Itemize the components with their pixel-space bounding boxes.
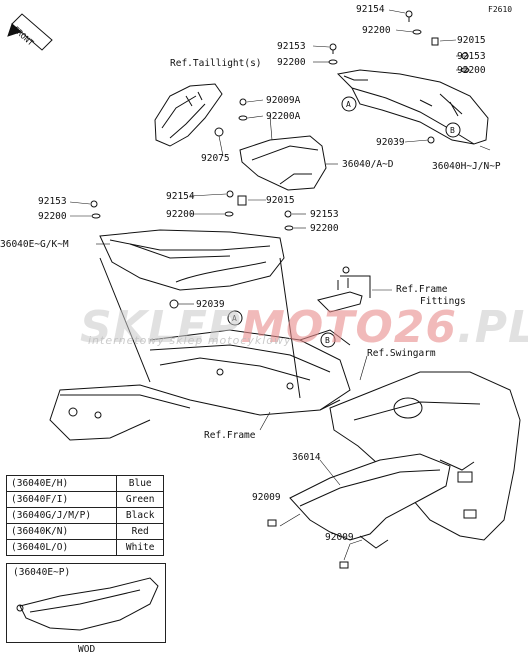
frame-fitting-bracket (317, 275, 371, 313)
part-92009-b: 92009 (325, 532, 354, 543)
center-seat-cover (239, 135, 327, 191)
ref-frame-fittings-label-1: Ref.Frame (396, 284, 448, 295)
part-92200-mid: 92200 (166, 209, 195, 220)
part-36040EGKM: 36040E~G/K~M (0, 239, 69, 250)
part-36014: 36014 (292, 452, 321, 463)
part-36040AD: 36040/A~D (342, 159, 394, 170)
callout-a-upper: A (346, 100, 351, 109)
part-92039-right: 92039 (376, 137, 405, 148)
variant-label: (36040E~P) (13, 567, 71, 578)
part-92153-a: 92153 (277, 41, 306, 52)
rear-frame (49, 257, 351, 441)
part-92153-right: 92153 (457, 51, 486, 62)
part-92154-top: 92154 (356, 4, 385, 15)
color-legend-table: (36040E/H)Blue (36040F/I)Green (36040G/J… (5, 475, 164, 556)
part-36040HJNP: 36040H~J/N~P (432, 161, 501, 172)
part-92200A: 92200A (266, 111, 301, 122)
variant-code: WOD (78, 644, 96, 655)
left-side-cover (99, 229, 285, 291)
callout-b-lower: B (325, 336, 330, 345)
part-92015-mid: 92015 (266, 195, 295, 206)
variant-box: (36040E~P) (6, 563, 166, 643)
right-upper-side-cover (336, 69, 489, 145)
taillight-outline (154, 83, 223, 147)
part-92153-left: 92153 (38, 196, 67, 207)
part-92009-a: 92009 (252, 492, 281, 503)
front-arrow-icon (7, 13, 53, 51)
part-92200-top: 92200 (362, 25, 391, 36)
part-92154-mid: 92154 (166, 191, 195, 202)
table-row: (36040L/O)White (5, 539, 164, 556)
ref-frame-fittings-label-2: Fittings (420, 296, 466, 307)
callout-b-upper: B (450, 126, 455, 135)
part-92200-right: 92200 (457, 65, 486, 76)
callout-circles (227, 96, 461, 348)
ref-frame-label: Ref.Frame (204, 430, 256, 441)
part-92039-mid: 92039 (196, 299, 225, 310)
part-92009A: 92009A (266, 95, 301, 106)
chain-guard (289, 453, 451, 549)
watermark-tagline: internetowy sklep motocyklowy (88, 334, 292, 347)
table-row: (36040K/N)Red (5, 523, 164, 540)
table-row: (36040F/I)Green (5, 491, 164, 508)
ref-swingarm-label: Ref.Swingarm (367, 348, 436, 359)
figure-code: F2610 (488, 5, 513, 14)
part-92075: 92075 (201, 153, 230, 164)
part-92015-top: 92015 (457, 35, 486, 46)
table-row: (36040G/J/M/P)Black (5, 507, 164, 524)
part-92200-mid2: 92200 (310, 223, 339, 234)
ref-taillight-label: Ref.Taillight(s) (170, 58, 262, 69)
leader-lines (69, 9, 491, 561)
watermark-brand: SKLEPMOTO26.PL (80, 302, 528, 353)
part-92200-a: 92200 (277, 57, 306, 68)
variant-cover-silhouette (16, 577, 159, 631)
table-row: (36040E/H)Blue (5, 475, 164, 492)
part-92200-left: 92200 (38, 211, 67, 222)
part-92153-mid: 92153 (310, 209, 339, 220)
callout-a-lower: A (232, 314, 237, 323)
